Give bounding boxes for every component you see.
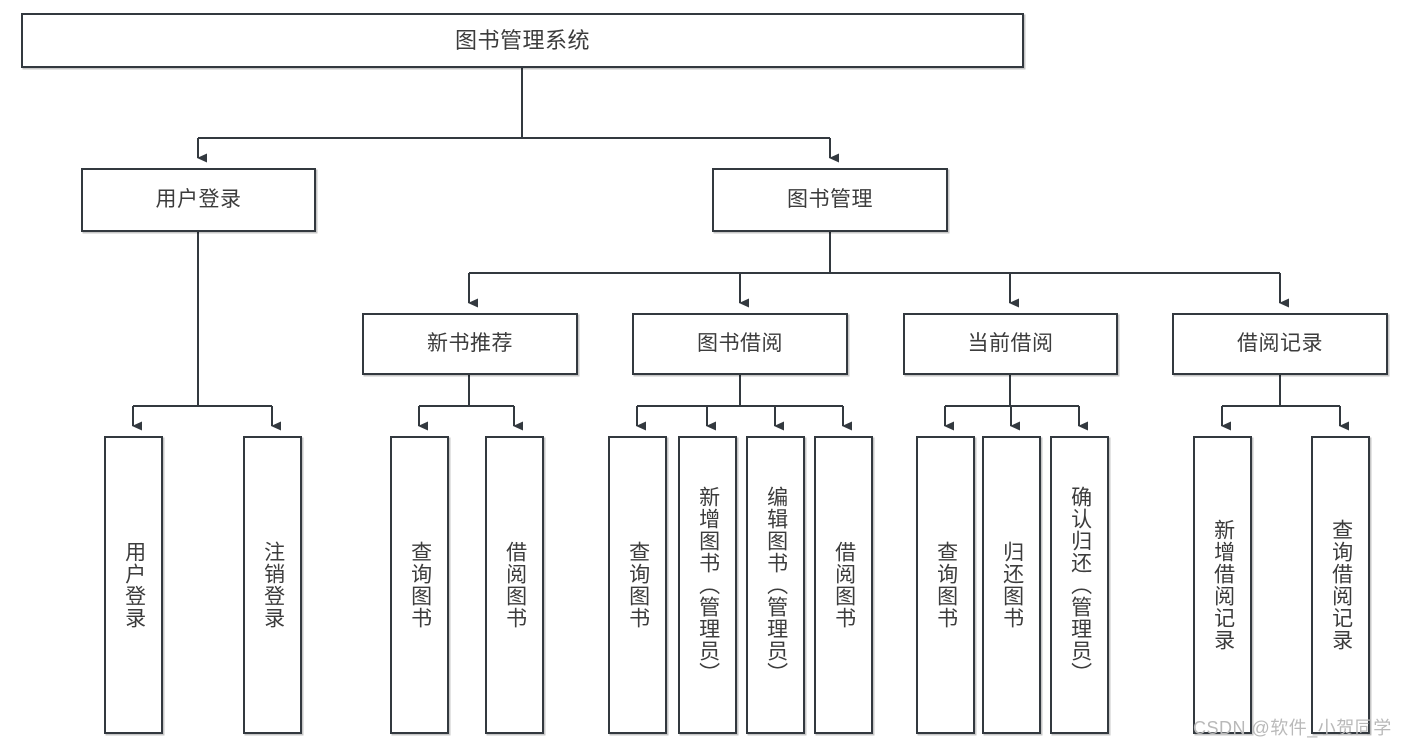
node-current-borrow-label: 当前借阅 bbox=[967, 331, 1054, 355]
leaf-current-borrow-confirm-return-admin[interactable]: 确认归还（管理员） bbox=[1050, 436, 1109, 734]
node-new-book-recommend[interactable]: 新书推荐 bbox=[362, 313, 578, 375]
node-root-label: 图书管理系统 bbox=[454, 27, 590, 53]
leaf-label: 借阅图书 bbox=[503, 541, 527, 629]
node-root-book-management-system[interactable]: 图书管理系统 bbox=[21, 13, 1024, 68]
leaf-label: 注销登录 bbox=[261, 541, 285, 629]
leaf-label: 借阅图书 bbox=[832, 541, 856, 629]
leaf-book-borrow-add-book-admin[interactable]: 新增图书（管理员） bbox=[678, 436, 737, 734]
node-new-book-recommend-label: 新书推荐 bbox=[427, 331, 513, 355]
leaf-label: 新增借阅记录 bbox=[1211, 519, 1235, 651]
leaf-borrow-record-add-record[interactable]: 新增借阅记录 bbox=[1193, 436, 1252, 734]
leaf-book-borrow-edit-book-admin[interactable]: 编辑图书（管理员） bbox=[746, 436, 805, 734]
leaf-current-borrow-query-book[interactable]: 查询图书 bbox=[916, 436, 975, 734]
leaf-label: 编辑图书（管理员） bbox=[764, 486, 788, 684]
leaf-new-book-query-book[interactable]: 查询图书 bbox=[390, 436, 449, 734]
node-book-borrow[interactable]: 图书借阅 bbox=[632, 313, 848, 375]
leaf-current-borrow-return-book[interactable]: 归还图书 bbox=[982, 436, 1041, 734]
watermark: CSDN @软件_小贺同学 bbox=[1193, 718, 1392, 738]
leaf-label: 用户登录 bbox=[122, 541, 146, 629]
leaf-label: 查询借阅记录 bbox=[1329, 519, 1353, 651]
node-book-management-label: 图书管理 bbox=[787, 187, 873, 211]
node-borrow-record-label: 借阅记录 bbox=[1237, 331, 1323, 355]
leaf-user-login-login[interactable]: 用户登录 bbox=[104, 436, 163, 734]
node-book-borrow-label: 图书借阅 bbox=[697, 331, 783, 355]
leaf-label: 查询图书 bbox=[626, 541, 650, 629]
node-user-login-label: 用户登录 bbox=[155, 187, 242, 211]
node-book-management[interactable]: 图书管理 bbox=[712, 168, 948, 232]
node-current-borrow[interactable]: 当前借阅 bbox=[903, 313, 1118, 375]
leaf-label: 查询图书 bbox=[408, 541, 432, 629]
leaf-borrow-record-query-record[interactable]: 查询借阅记录 bbox=[1311, 436, 1370, 734]
leaf-label: 新增图书（管理员） bbox=[696, 486, 720, 684]
leaf-book-borrow-borrow-book[interactable]: 借阅图书 bbox=[814, 436, 873, 734]
node-borrow-record[interactable]: 借阅记录 bbox=[1172, 313, 1388, 375]
leaf-user-login-logout[interactable]: 注销登录 bbox=[243, 436, 302, 734]
leaf-book-borrow-query-book[interactable]: 查询图书 bbox=[608, 436, 667, 734]
node-user-login[interactable]: 用户登录 bbox=[81, 168, 316, 232]
leaf-label: 归还图书 bbox=[1000, 541, 1024, 629]
leaf-label: 查询图书 bbox=[934, 541, 958, 629]
leaf-label: 确认归还（管理员） bbox=[1068, 486, 1092, 684]
leaf-new-book-borrow-book[interactable]: 借阅图书 bbox=[485, 436, 544, 734]
